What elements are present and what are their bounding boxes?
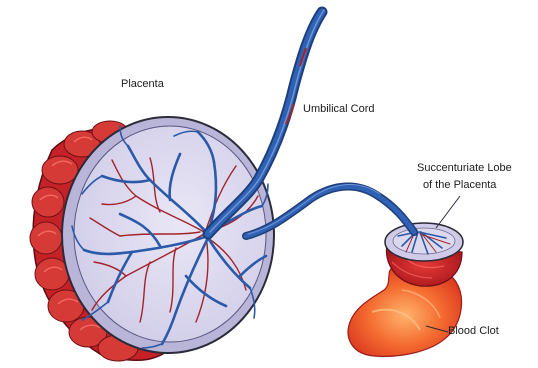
placenta-label: Placenta <box>121 78 164 91</box>
umbilical-cord-label: Umbilical Cord <box>303 103 375 116</box>
succenturiate-lobe-label: Succenturiate Lobe <box>417 162 512 175</box>
lobe-leader-line <box>436 196 460 228</box>
blood-clot-label: Blood Clot <box>448 325 499 338</box>
succenturiate-lobe-label-line2: of the Placenta <box>423 179 496 192</box>
